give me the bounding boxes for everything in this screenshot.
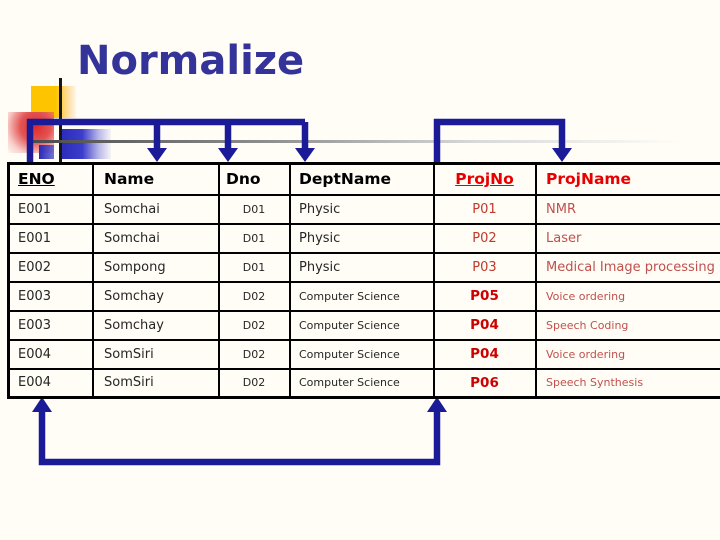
cell-projno: P04 [433,309,537,341]
column-header-deptname: DeptName [289,162,435,196]
cell-dno: D02 [218,367,291,399]
column-header-projname: ProjName [535,162,720,196]
cell-projname: Voice ordering [535,280,720,312]
cell-deptname: Computer Science [289,280,435,312]
arrowhead-projname-icon [552,148,572,162]
decor-horizontal-rule [28,140,718,143]
cell-eno: E003 [7,280,94,312]
arrow-bottom-u [38,410,441,466]
cell-deptname: Physic [289,251,435,283]
arrow-bottom-connector [32,397,447,466]
cell-projno: P03 [433,251,537,283]
cell-dno: D01 [218,222,291,254]
cell-dno: D01 [218,251,291,283]
cell-projname: Laser [535,222,720,254]
cell-deptname: Physic [289,222,435,254]
cell-eno: E001 [7,222,94,254]
cell-eno: E001 [7,193,94,225]
cell-projname: Voice ordering [535,338,720,370]
cell-eno: E002 [7,251,94,283]
cell-name: Somchay [92,309,220,341]
cell-deptname: Computer Science [289,338,435,370]
column-header-dno: Dno [218,162,291,196]
cell-deptname: Computer Science [289,367,435,399]
cell-projname: NMR [535,193,720,225]
cell-eno: E004 [7,338,94,370]
cell-projname: Speech Coding [535,309,720,341]
cell-deptname: Physic [289,193,435,225]
cell-projname: Medical Image processing [535,251,720,283]
cell-name: Somchai [92,193,220,225]
cell-dno: D02 [218,309,291,341]
cell-projno: P05 [433,280,537,312]
cell-name: SomSiri [92,338,220,370]
arrowhead-name-icon [147,148,167,162]
cell-projno: P06 [433,367,537,399]
cell-projno: P01 [433,193,537,225]
cell-name: Somchay [92,280,220,312]
cell-dno: D02 [218,280,291,312]
cell-projname: Speech Synthesis [535,367,720,399]
column-header-projno: ProjNo [433,162,537,196]
cell-name: Sompong [92,251,220,283]
arrowhead-projno-up-icon [427,397,447,412]
cell-projno: P02 [433,222,537,254]
page-title: Normalize [77,38,305,84]
decor-blue-square-small [39,145,54,159]
decor-blue-square [59,129,111,159]
column-header-name: Name [92,162,220,196]
cell-dno: D01 [218,193,291,225]
cell-eno: E003 [7,309,94,341]
column-header-eno: ENO [7,162,94,196]
arrowhead-deptname-icon [295,148,315,162]
cell-name: SomSiri [92,367,220,399]
cell-deptname: Computer Science [289,309,435,341]
arrowhead-dno-icon [218,148,238,162]
cell-eno: E004 [7,367,94,399]
cell-projno: P04 [433,338,537,370]
cell-dno: D02 [218,338,291,370]
arrowhead-eno-up-icon [32,397,52,412]
decor-vertical-line [59,78,62,163]
cell-name: Somchai [92,222,220,254]
